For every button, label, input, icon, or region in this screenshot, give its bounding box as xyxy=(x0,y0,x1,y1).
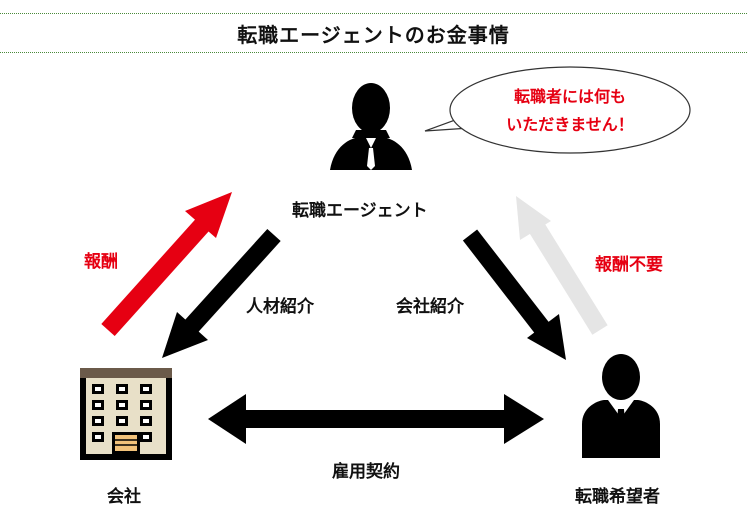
company-intro-label: 会社紹介 xyxy=(396,297,464,317)
reward-not-needed-arrow xyxy=(516,196,608,335)
agent-label: 転職エージェント xyxy=(292,201,428,221)
speech-bubble xyxy=(424,66,691,154)
title-band: 転職エージェントのお金事情 xyxy=(0,13,747,53)
speech-bubble-line-2: いただきません！ xyxy=(506,115,634,134)
employment-contract-arrow xyxy=(208,394,544,444)
employment-contract-label: 雇用契約 xyxy=(332,462,400,482)
talent-intro-arrow xyxy=(162,228,281,358)
company-label: 会社 xyxy=(107,487,141,507)
reward-not-needed-label: 報酬不要 xyxy=(595,255,663,275)
candidate-person-icon xyxy=(582,354,660,458)
agent-person-icon xyxy=(330,83,412,170)
page-title: 転職エージェントのお金事情 xyxy=(237,22,510,47)
building-icon xyxy=(80,368,172,460)
company-intro-arrow xyxy=(462,229,566,360)
talent-intro-label: 人材紹介 xyxy=(246,297,314,317)
speech-bubble-text: 転職者には何も いただきません！ xyxy=(485,83,655,139)
reward-arrow xyxy=(101,192,232,337)
reward-label: 報酬 xyxy=(84,252,118,272)
speech-bubble-line-1: 転職者には何も xyxy=(513,87,626,106)
candidate-label: 転職希望者 xyxy=(575,487,660,507)
